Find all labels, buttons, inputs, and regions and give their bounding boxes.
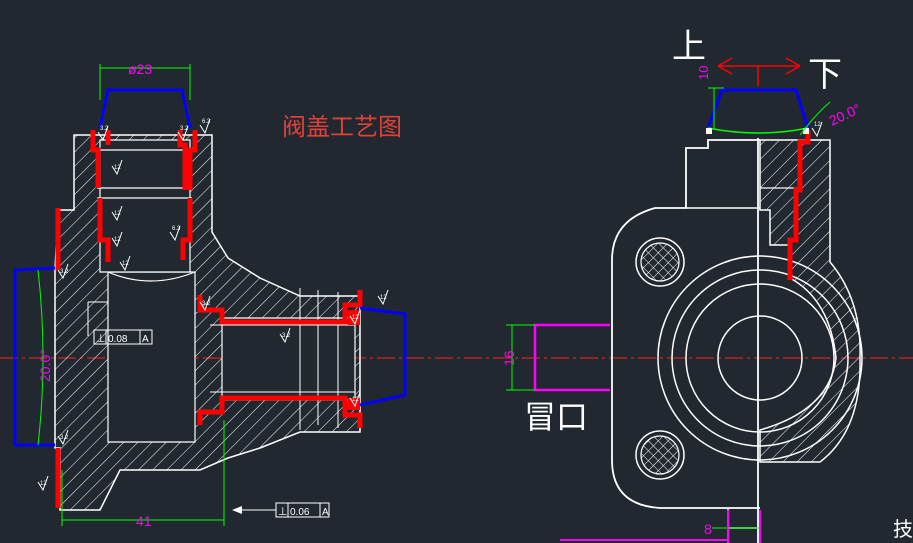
roughness-mark: 12 — [119, 255, 131, 272]
svg-text:3.2: 3.2 — [180, 126, 189, 132]
upper-bore — [99, 139, 191, 273]
roughness-mark: 12 — [111, 231, 123, 248]
draft-angle-left: 20.0° — [37, 349, 53, 382]
tolerance-frame-lower: ⊥ 0.06 A — [275, 502, 330, 518]
svg-text:12: 12 — [114, 237, 121, 243]
svg-text:3.2: 3.2 — [202, 301, 211, 307]
section-view: ø23 41 20.0° ⊥ 0.08 A ⊥ 0.06 A — [13, 61, 407, 529]
tolerance-symbol: ⊥ — [278, 506, 288, 518]
roughness-mark: 12 — [111, 159, 123, 176]
svg-text:12: 12 — [814, 122, 821, 128]
diameter-dimension: ø23 — [128, 61, 152, 77]
riser-width-mark — [727, 510, 761, 543]
svg-text:3.2: 3.2 — [100, 126, 109, 132]
main-bore — [107, 271, 196, 443]
tolerance-datum: A — [322, 507, 329, 518]
draft-arc — [799, 101, 831, 136]
roughness-mark: 12 — [111, 205, 123, 222]
right-section-hatch — [759, 139, 861, 463]
side-view: 10 20.0° 12 上 下 16 冒口 8 — [501, 28, 863, 543]
roughness-mark: 3.2 — [57, 429, 69, 446]
tolerance-symbol: ⊥ — [96, 333, 106, 345]
svg-text:12: 12 — [114, 211, 121, 217]
svg-text:12: 12 — [352, 397, 359, 403]
roughness-mark: 12 — [811, 121, 823, 138]
direction-arrowhead — [717, 57, 801, 75]
bolt-hole-upper — [635, 237, 685, 287]
tolerance-value: 0.08 — [108, 334, 128, 345]
tolerance-datum: A — [142, 334, 149, 345]
riser-label: 冒口 — [524, 399, 588, 435]
core-seat-line — [707, 127, 809, 134]
svg-text:6.3: 6.3 — [202, 119, 211, 125]
svg-text:3.2: 3.2 — [282, 333, 291, 339]
roughness-mark: 3.2 — [199, 295, 211, 312]
bolt-hole-lower-fill — [640, 435, 680, 475]
corner-label: 技 — [893, 518, 913, 541]
machining-allowance — [348, 310, 360, 410]
roughness-mark: 12 — [377, 289, 389, 306]
bore-circle — [717, 315, 803, 401]
width-dimension: 41 — [136, 513, 152, 529]
roughness-mark: 12 — [349, 309, 361, 326]
leader-arrow — [232, 506, 242, 514]
bore-arc — [107, 271, 196, 282]
draft-angle-right: 20.0° — [827, 100, 864, 128]
machining-allowance — [197, 290, 363, 325]
bolt-hole-upper-fill — [640, 242, 680, 282]
svg-text:3.2: 3.2 — [60, 269, 69, 275]
machining-allowance — [90, 130, 198, 190]
body-outline — [611, 139, 760, 509]
machining-allowance — [97, 198, 193, 262]
roughness-mark: 3.2 — [97, 125, 109, 142]
tolerance-frame-upper: ⊥ 0.08 A — [93, 329, 153, 345]
svg-text:12: 12 — [114, 165, 121, 171]
machining-allowance — [197, 395, 363, 428]
roughness-mark: 12 — [37, 475, 49, 492]
riser-width-dimension: 8 — [704, 521, 712, 537]
machining-allowance — [55, 208, 61, 271]
draft-arc — [37, 269, 44, 446]
core-outline-top — [98, 88, 192, 129]
machining-allowance — [787, 130, 811, 280]
roughness-mark: 6.3 — [169, 225, 181, 242]
svg-text:12: 12 — [380, 295, 387, 301]
bolt-hole-lower — [635, 430, 685, 480]
core-outline-right — [359, 306, 407, 407]
side-bore — [221, 317, 356, 401]
roughness-mark: 3.2 — [177, 125, 189, 142]
drawing-title: 阀盖工艺图 — [282, 114, 402, 141]
height-dimension: 10 — [696, 66, 711, 80]
riser-height-dimension: 16 — [501, 350, 517, 366]
core-outline-left — [13, 266, 56, 447]
tolerance-value: 0.06 — [290, 507, 310, 518]
svg-text:6.3: 6.3 — [172, 226, 181, 232]
bottom-label: 下 — [808, 56, 842, 94]
roughness-mark: 3.2 — [57, 263, 69, 280]
roughness-mark: 6.3 — [199, 118, 211, 135]
svg-text:12: 12 — [40, 481, 47, 487]
roughness-mark: 3.2 — [279, 327, 291, 344]
svg-text:12: 12 — [352, 315, 359, 321]
svg-text:3.2: 3.2 — [60, 435, 69, 441]
riser-outline — [533, 323, 610, 392]
top-label: 上 — [672, 28, 706, 66]
roughness-mark: 12 — [349, 391, 361, 408]
core-outline-top — [706, 88, 810, 129]
svg-text:12: 12 — [122, 261, 129, 267]
